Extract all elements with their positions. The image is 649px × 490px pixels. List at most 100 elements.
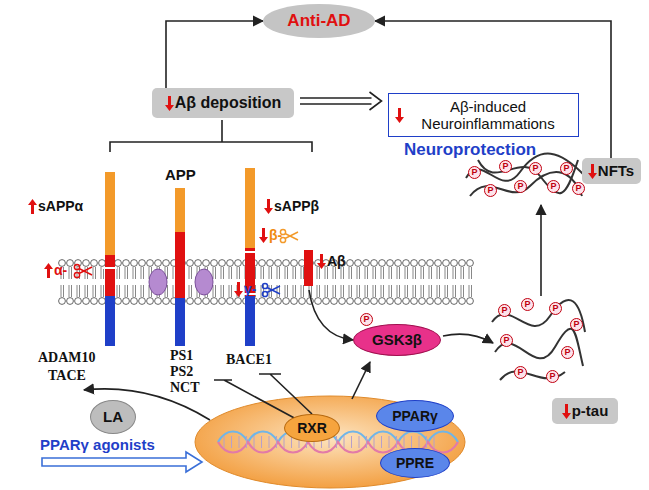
- scissors-icon: [262, 283, 280, 296]
- scissors-icon: [74, 264, 92, 277]
- cleavage-gap: [243, 251, 257, 253]
- outcome-ellipse: Anti-AD: [263, 4, 375, 38]
- agent-label-holder: PPARγ agonists: [40, 436, 155, 453]
- phosphate-mark-holder: P: [514, 366, 527, 379]
- phosphate-mark: P: [484, 184, 497, 197]
- ligand-circle: LA: [90, 400, 136, 434]
- phosphate-mark: P: [514, 180, 527, 193]
- enzyme-name: TACE: [48, 368, 86, 384]
- connector: [375, 21, 611, 158]
- phosphate-mark-holder: P: [521, 298, 534, 311]
- node-text: RXR: [297, 420, 327, 436]
- phosphate-mark: P: [549, 302, 562, 315]
- decrease-arrow: [259, 228, 268, 243]
- phosphate-mark-holder: P: [514, 180, 527, 193]
- secretase-name-holder: α-: [44, 262, 67, 278]
- abeta-fragment: [304, 250, 313, 286]
- phosphate-mark-holder: P: [499, 160, 512, 173]
- connector: [300, 92, 382, 110]
- enzyme-name: PS1: [170, 348, 193, 364]
- activation-arrow: [309, 290, 353, 340]
- dna-rung: [434, 436, 435, 448]
- decrease-arrow: [317, 254, 326, 269]
- node-text: Aβ-induced Neuroinflammations: [405, 98, 572, 133]
- inhibition-line: [214, 380, 298, 420]
- effect-box: NFTs: [582, 158, 641, 184]
- phosphate-mark: P: [546, 370, 559, 383]
- fragment-name: sAPPα: [38, 198, 83, 214]
- decrease-arrow: [234, 282, 243, 297]
- phosphate-mark: P: [468, 166, 481, 179]
- node-text: PPARγ: [392, 408, 438, 424]
- phosphate-mark: P: [529, 162, 542, 175]
- decrease-arrow: [165, 96, 174, 111]
- phosphate-mark: P: [521, 298, 534, 311]
- phosphate-mark-holder: P: [561, 346, 574, 359]
- dna-rung: [231, 436, 232, 448]
- app-ectodomain: [175, 188, 185, 232]
- phosphate-mark-holder: P: [468, 166, 481, 179]
- app-intracellular: [105, 296, 115, 346]
- node-text: LA: [103, 408, 123, 425]
- increase-arrow: [28, 199, 37, 214]
- dna-rung: [239, 436, 240, 448]
- decrease-arrow: [588, 164, 597, 179]
- tau-tangle: [492, 300, 585, 380]
- enzyme-name: ADAM10: [38, 350, 96, 366]
- phosphate-mark: P: [514, 366, 527, 379]
- app-intracellular: [175, 298, 185, 346]
- response-element: PPRE: [380, 448, 450, 478]
- enzyme-name: NCT: [170, 380, 200, 396]
- receptor-ellipse: RXR: [284, 414, 340, 442]
- enzyme-name: PS2: [170, 364, 193, 380]
- fragment-name: sAPPβ: [274, 198, 319, 214]
- dna-rung: [411, 436, 412, 448]
- secretase-name-holder: β-: [259, 227, 282, 243]
- bracket: [110, 120, 312, 152]
- decrease-arrow: [562, 404, 571, 419]
- secretase-name: γ-: [244, 281, 256, 297]
- phosphate-mark: P: [360, 313, 373, 326]
- node-text: Anti-AD: [287, 11, 350, 31]
- enzyme-name-holder: NCT: [170, 380, 200, 396]
- agent-label: PPARγ agonists: [40, 436, 155, 453]
- dna-rung: [404, 436, 405, 448]
- secretase-name: α-: [54, 262, 67, 278]
- cleavage-gap: [103, 267, 117, 269]
- dna-rung: [269, 436, 270, 448]
- effect-box: Aβ deposition: [152, 88, 294, 118]
- node-text: p-tau: [572, 402, 609, 419]
- dna-rung: [344, 436, 345, 448]
- phosphate-mark: P: [560, 162, 573, 175]
- protein-name-holder: APP: [165, 166, 196, 183]
- dna-rung: [396, 436, 397, 448]
- enzyme-name-holder: PS2: [170, 364, 193, 380]
- enzyme-name-holder: BACE1: [226, 352, 272, 368]
- dna-rung: [246, 436, 247, 448]
- node-text: PPRE: [396, 455, 434, 471]
- tau-tangle: [466, 154, 585, 196]
- phosphate-mark-holder: P: [500, 334, 513, 347]
- dna-rung: [351, 436, 352, 448]
- enzyme-name-holder: TACE: [48, 368, 86, 384]
- phosphate-mark: P: [570, 318, 583, 331]
- phosphate-mark-holder: P: [560, 162, 573, 175]
- effect-box: p-tau: [552, 398, 618, 424]
- app-ectodomain: [245, 168, 255, 248]
- membrane-protein: [195, 269, 213, 295]
- phosphate-mark-holder: P: [360, 313, 373, 326]
- dna-rung: [336, 436, 337, 448]
- fragment-name: Aβ: [327, 253, 346, 269]
- node-text: NFTs: [598, 162, 634, 179]
- lipid-bilayer: [58, 258, 474, 306]
- phosphate-mark: P: [500, 334, 513, 347]
- dna-rung: [359, 436, 360, 448]
- phosphate-mark: P: [572, 182, 585, 195]
- app-abeta-domain: [105, 255, 115, 296]
- phosphate-mark: P: [547, 180, 560, 193]
- phosphate-mark-holder: P: [549, 302, 562, 315]
- phosphate-mark-holder: P: [498, 304, 511, 317]
- phosphate-mark: P: [498, 304, 511, 317]
- decrease-arrow: [395, 108, 404, 123]
- phosphate-mark-holder: P: [570, 318, 583, 331]
